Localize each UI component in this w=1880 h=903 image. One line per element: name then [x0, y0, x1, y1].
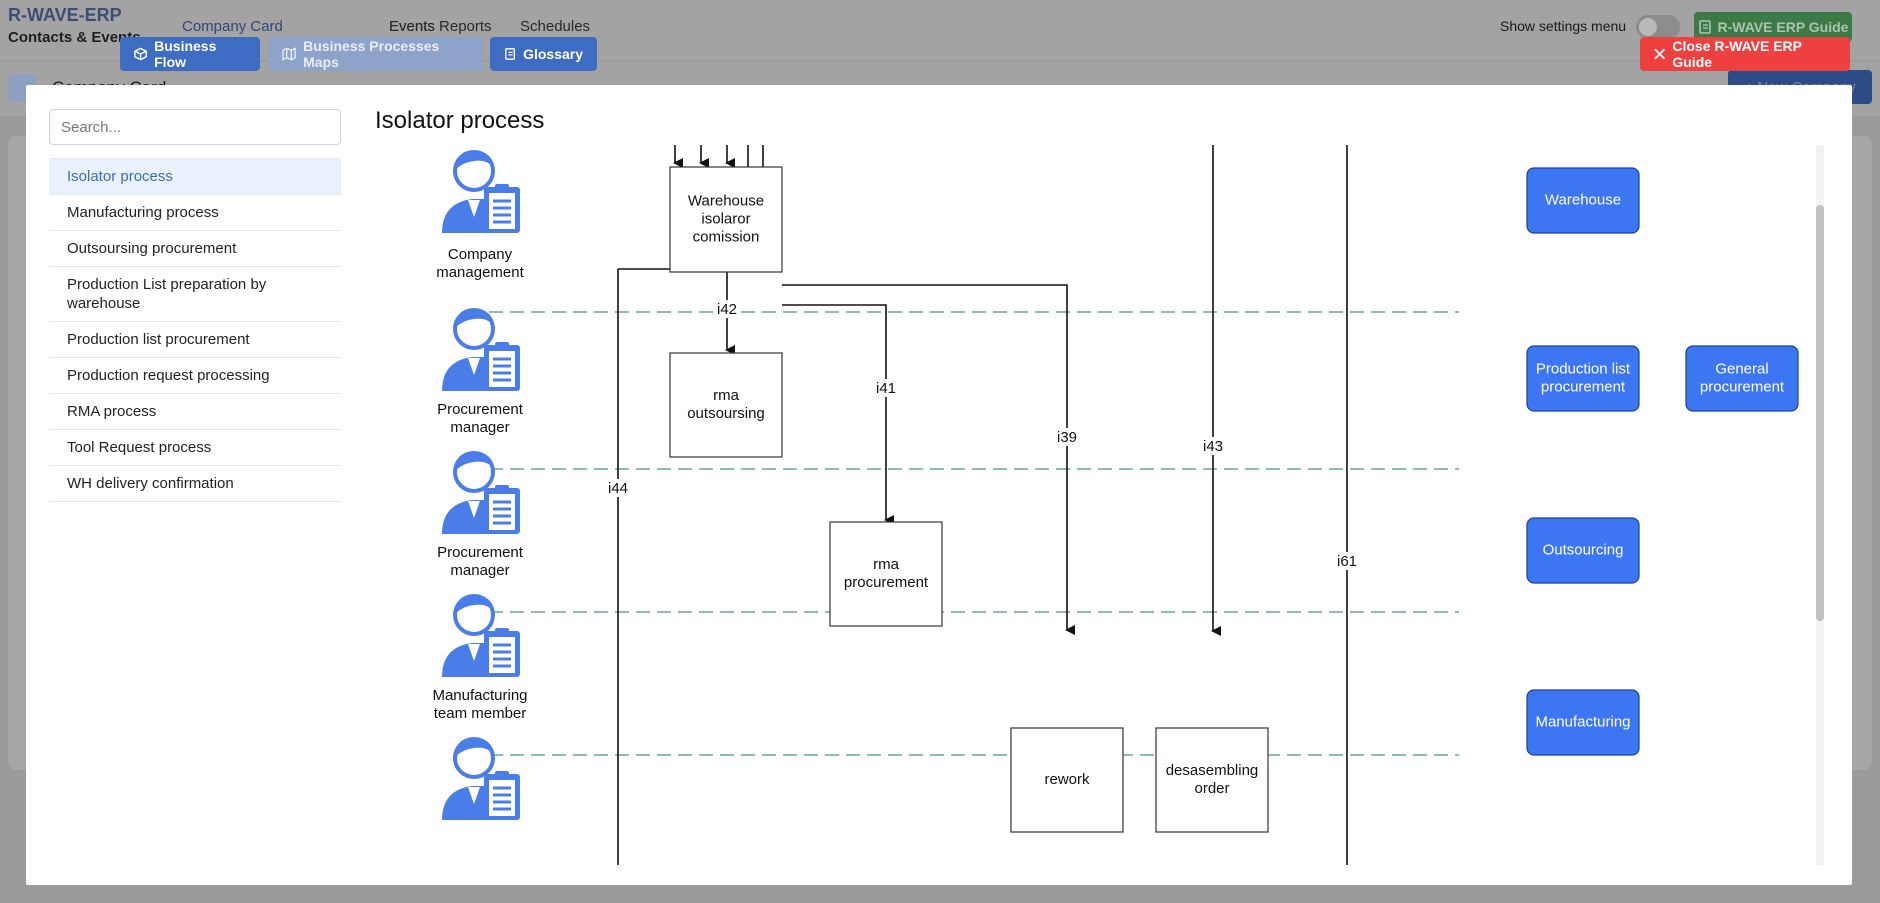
process-box-label: rework — [1044, 771, 1090, 788]
department-label: Warehouse — [1545, 191, 1621, 208]
department-label: Outsourcing — [1543, 541, 1624, 558]
close-guide-label: Close R-WAVE ERP Guide — [1672, 38, 1802, 70]
flow-label-bg — [1201, 437, 1225, 455]
process-list-item[interactable]: Tool Request process — [49, 430, 341, 466]
process-list-item[interactable]: Isolator process — [49, 159, 341, 195]
flow-label-bg — [1055, 428, 1079, 446]
process-search-input[interactable] — [49, 109, 341, 145]
glossary-label: Glossary — [523, 46, 583, 62]
guide-button-label: R-WAVE ERP Guide — [1717, 19, 1849, 35]
business-flow-button[interactable]: Business Flow — [120, 37, 260, 71]
process-maps-label: Business Processes Maps — [303, 38, 440, 70]
map-icon — [282, 47, 296, 61]
nav-schedules[interactable]: Schedules — [520, 18, 591, 35]
flow-label: i43 — [1203, 438, 1223, 455]
brand-title: R-WAVE-ERP — [8, 5, 122, 25]
process-list-item[interactable]: RMA process — [49, 394, 341, 430]
toggle-knob — [1639, 18, 1657, 36]
brand-subtitle: Contacts & Events — [8, 29, 141, 46]
flow-line — [782, 284, 1075, 635]
book-icon — [505, 48, 516, 60]
process-list-item[interactable]: Production request processing — [49, 358, 341, 394]
process-list-item[interactable]: WH delivery confirmation — [49, 466, 341, 502]
settings-menu-label: Show settings menu — [1500, 18, 1627, 34]
nav-company-card[interactable]: Company Card — [182, 18, 283, 35]
process-list-item[interactable]: Production List preparation by warehouse — [49, 267, 341, 322]
process-list-item[interactable]: Manufacturing process — [49, 195, 341, 231]
nav-events[interactable]: Events — [389, 18, 435, 35]
glossary-button[interactable]: Glossary — [490, 37, 597, 71]
close-guide-button[interactable]: Close R-WAVE ERP Guide — [1640, 37, 1850, 71]
person-clipboard-icon — [440, 592, 522, 679]
flow-label: i61 — [1337, 553, 1357, 570]
person-clipboard-icon — [440, 449, 522, 536]
person-clipboard-icon — [440, 735, 522, 822]
book-icon — [1698, 20, 1711, 34]
flow-line — [782, 304, 894, 525]
department-button[interactable] — [1526, 345, 1640, 412]
settings-menu-toggle[interactable] — [1636, 15, 1680, 39]
cube-icon — [134, 47, 147, 61]
person-clipboard-icon — [440, 148, 522, 235]
flow-label-bg — [874, 379, 898, 397]
process-list-item[interactable]: Outsoursing procurement — [49, 231, 341, 267]
flow-label: i41 — [876, 380, 896, 397]
flow-label-bg — [606, 479, 630, 497]
person-clipboard-icon — [440, 306, 522, 393]
scrollbar-thumb[interactable] — [1816, 205, 1824, 621]
process-box[interactable] — [669, 352, 783, 458]
flow-label: i44 — [608, 480, 628, 497]
flow-label-bg — [1335, 552, 1359, 570]
process-box[interactable] — [1155, 727, 1269, 833]
process-list-item[interactable]: Production list procurement — [49, 322, 341, 358]
flow-label: i42 — [717, 301, 737, 318]
process-box[interactable] — [669, 166, 783, 273]
flow-label: i39 — [1057, 429, 1077, 446]
department-button[interactable] — [1526, 689, 1640, 756]
department-label: Manufacturing — [1535, 713, 1630, 730]
department-button[interactable] — [1526, 167, 1640, 234]
flow-label-bg — [715, 300, 739, 318]
diagram-scrollbar[interactable] — [1816, 145, 1824, 865]
process-title: Isolator process — [375, 107, 545, 134]
process-maps-button[interactable]: Business Processes Maps — [268, 37, 483, 71]
close-icon — [1654, 48, 1666, 60]
nav-events-reports[interactable]: Events Reports — [389, 18, 492, 35]
process-box[interactable] — [829, 521, 943, 627]
business-flow-label: Business Flow — [154, 38, 217, 70]
department-button[interactable] — [1526, 517, 1640, 584]
process-box[interactable] — [1010, 727, 1124, 833]
department-button[interactable] — [1685, 345, 1799, 412]
